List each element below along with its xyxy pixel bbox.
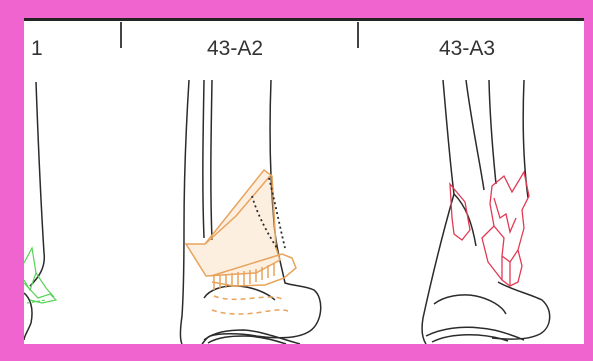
fracture-diagram — [24, 18, 584, 344]
fracture-highlight-a3 — [450, 172, 529, 286]
fracture-highlight-a1 — [24, 248, 56, 303]
bone-a3 — [422, 80, 550, 344]
diagram-panel: 1 43-A2 43-A3 — [24, 18, 584, 344]
